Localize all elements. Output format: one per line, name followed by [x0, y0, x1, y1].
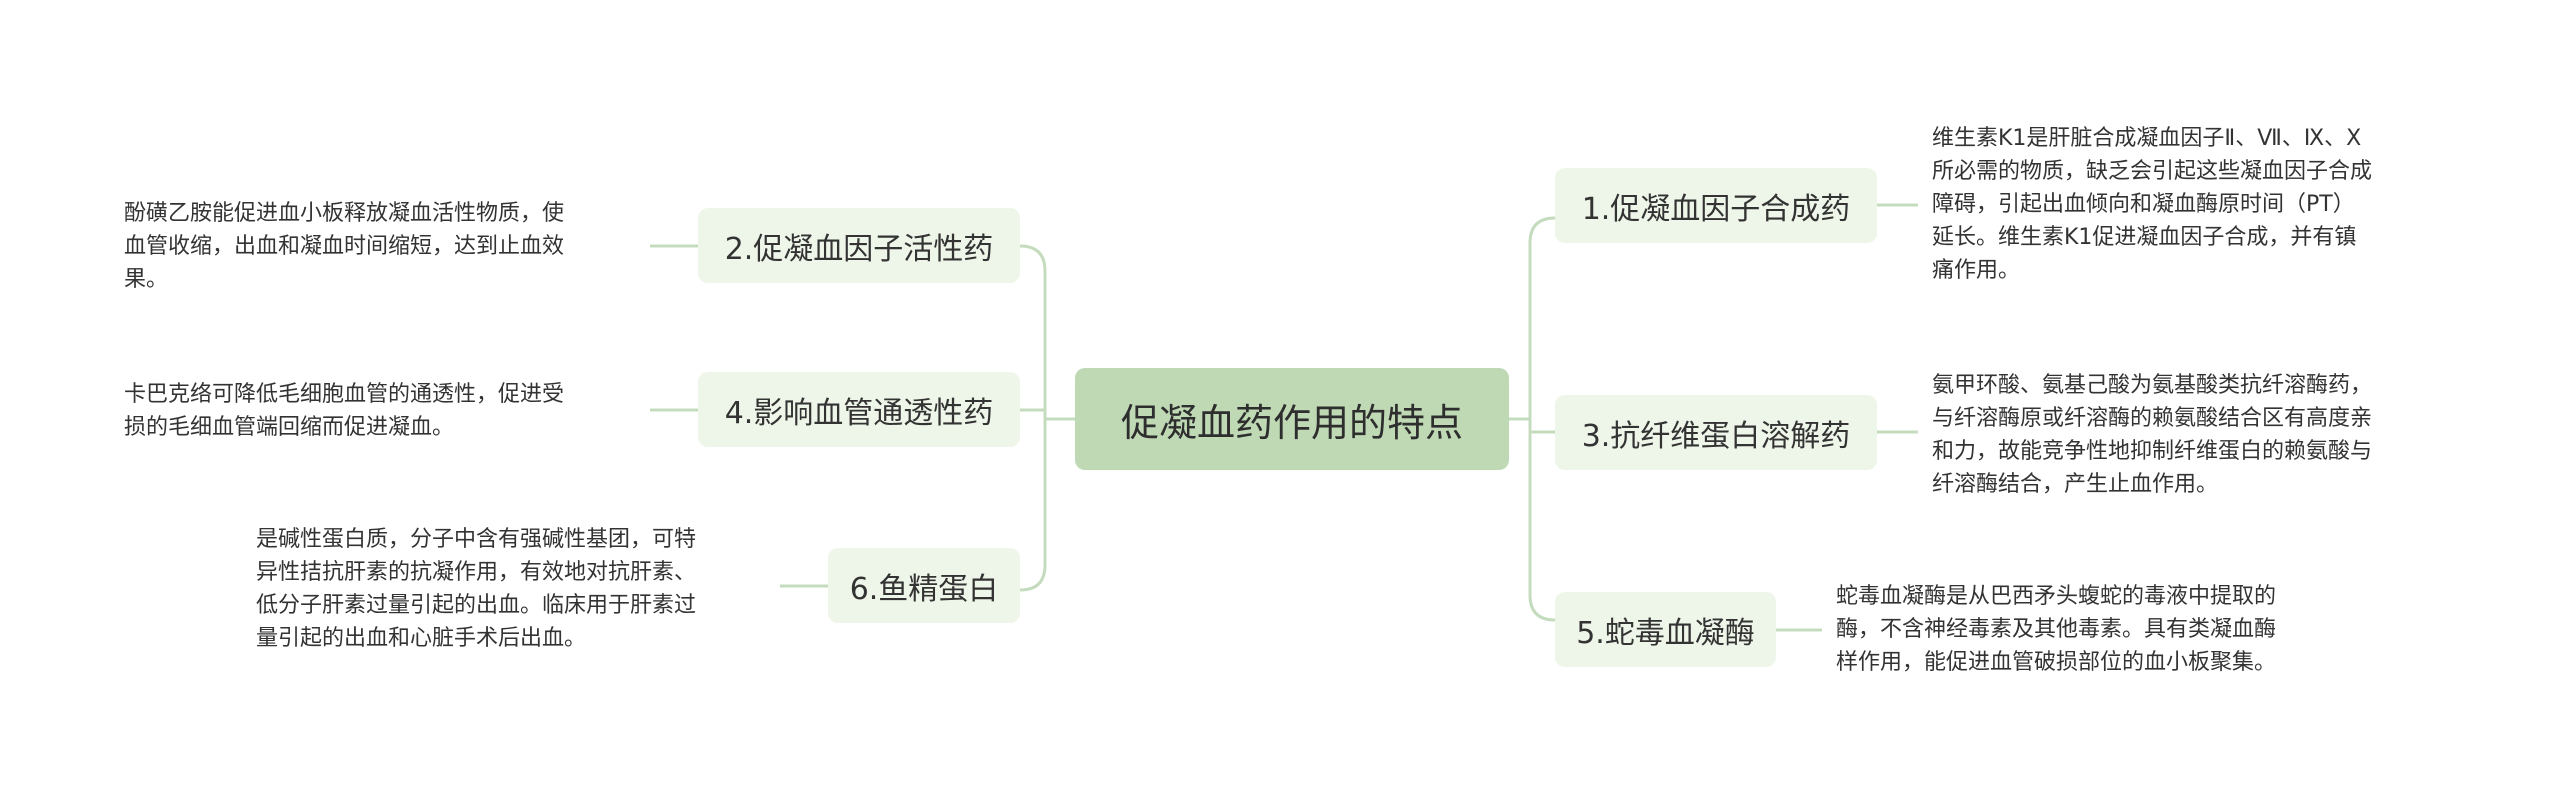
branch-1-coagulation-factor-synthesis[interactable]: 1.促凝血因子合成药 [1555, 168, 1877, 243]
branch-2-coagulation-factor-activity[interactable]: 2.促凝血因子活性药 [698, 208, 1020, 283]
branch-3-antifibrinolytic[interactable]: 3.抗纤维蛋白溶解药 [1555, 395, 1877, 470]
connector-spine-right [1528, 216, 1556, 622]
branch-5-hemocoagulase[interactable]: 5.蛇毒血凝酶 [1555, 592, 1776, 667]
leaf-1-detail: 维生素K1是肝脏合成凝血因子Ⅱ、Ⅶ、Ⅸ、Ⅹ 所必需的物质，缺乏会引起这些凝血因子… [1932, 126, 2373, 283]
leaf-3-detail: 氨甲环酸、氨基己酸为氨基酸类抗纤溶酶药， 与纤溶酶原或纤溶酶的赖氨酸结合区有高度… [1932, 373, 2373, 497]
leaf-5-detail: 蛇毒血凝酶是从巴西矛头蝮蛇的毒液中提取的 酶，不含神经毒素及其他毒素。具有类凝血… [1836, 584, 2277, 675]
leaf-2-detail: 酚磺乙胺能促进血小板释放凝血活性物质，使 血管收缩，出血和凝血时间缩短，达到止血… [124, 201, 565, 292]
leaf-4-detail: 卡巴克络可降低毛细胞血管的通透性，促进受 损的毛细血管端回缩而促进凝血。 [124, 382, 565, 440]
central-topic[interactable]: 促凝血药作用的特点 [1075, 368, 1509, 470]
branch-6-protamine[interactable]: 6.鱼精蛋白 [828, 548, 1020, 623]
connector-spine-left [1019, 244, 1047, 592]
branch-4-vascular-permeability[interactable]: 4.影响血管通透性药 [698, 372, 1020, 447]
leaf-6-detail: 是碱性蛋白质，分子中含有强碱性基团，可特 异性拮抗肝素的抗凝作用，有效地对抗肝素… [256, 527, 697, 651]
